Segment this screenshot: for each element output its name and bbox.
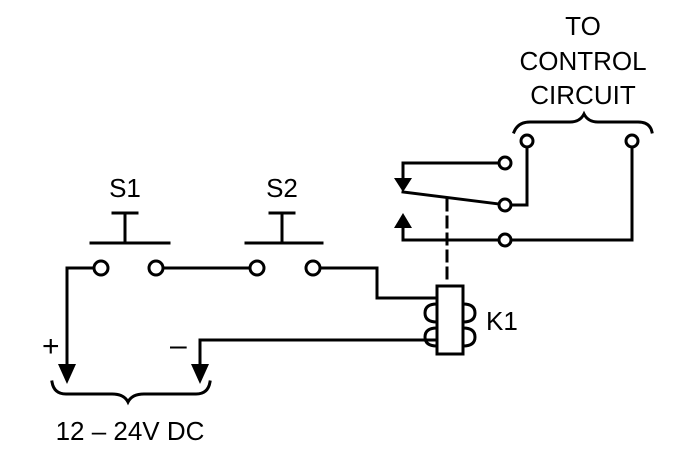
relay-contact-blade <box>401 190 501 206</box>
relay-coil-body <box>435 284 465 356</box>
positive-sign: + <box>42 330 60 363</box>
relay-nc-line <box>401 161 501 186</box>
switch-s1-terminal-right <box>147 259 165 277</box>
relay-contact-no-terminal <box>497 232 513 248</box>
relay-contact-common-terminal <box>497 197 513 213</box>
switch-s2-button <box>268 211 296 243</box>
switch-s1-label: S1 <box>109 173 141 203</box>
negative-arrow-icon <box>191 364 209 384</box>
supply-brace <box>50 380 212 406</box>
supply-voltage-label: 12 – 24V DC <box>56 416 205 446</box>
switch-s1-terminal-left <box>92 259 110 277</box>
control-label-line-2: CONTROL <box>519 46 646 76</box>
control-wire-right <box>509 145 634 242</box>
relay-no-line <box>401 220 501 242</box>
relay-no-arrow-icon <box>394 213 412 228</box>
control-wire-left <box>509 145 529 207</box>
relay-contact-nc-terminal <box>497 155 513 171</box>
switch-s2-terminal-left <box>248 259 266 277</box>
relay-k1-label: K1 <box>486 306 518 336</box>
switch-s2-label: S2 <box>266 173 298 203</box>
control-terminal-left <box>519 133 535 149</box>
wire-negative <box>198 338 439 372</box>
wire-positive <box>65 266 96 372</box>
switch-s2-terminal-right <box>304 259 322 277</box>
control-label-line-1: TO <box>565 11 601 41</box>
control-terminal-right <box>624 133 640 149</box>
control-circuit-brace <box>512 110 654 134</box>
switch-s1-button <box>111 211 139 243</box>
wire-s2-to-coil <box>318 266 439 300</box>
control-label-line-3: CIRCUIT <box>530 80 636 110</box>
positive-arrow-icon <box>58 364 76 384</box>
negative-sign: – <box>170 329 187 362</box>
relay-coil-winding <box>423 302 477 348</box>
relay-nc-arrow-icon <box>394 178 412 192</box>
